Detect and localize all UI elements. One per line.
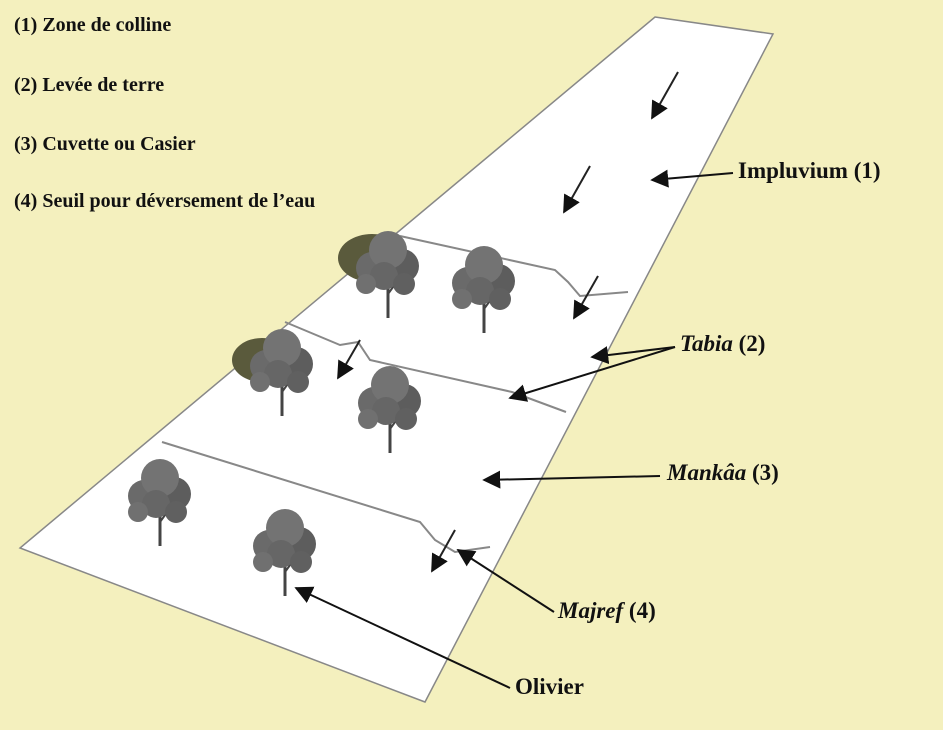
impluvium-label: Impluvium (1) <box>738 158 881 183</box>
tabia-leader-2 <box>508 346 676 402</box>
legend-item-levee: (2) Levée de terre <box>14 74 165 96</box>
tabia-line-1 <box>399 235 629 298</box>
flow-arrow-1 <box>651 71 679 120</box>
legend-item-colline: (1) Zone de colline <box>14 14 172 36</box>
olivier-leader <box>294 586 511 689</box>
flow-arrow-2 <box>563 165 591 214</box>
legend-item-cuvette: (3) Cuvette ou Casier <box>14 133 196 155</box>
majref-arrow-3 <box>431 529 456 573</box>
majref-leader <box>456 549 555 613</box>
mankaa-leader <box>482 470 661 489</box>
majref-arrow-1 <box>573 275 599 320</box>
olivier-label: Olivier <box>515 674 584 699</box>
majref-label: Majref (4) <box>558 598 656 623</box>
tabia-leader-1 <box>590 346 676 364</box>
impluvium-leader <box>650 169 734 188</box>
tabia-label: Tabia (2) <box>680 331 766 356</box>
mankaa-label: Mankâa (3) <box>667 460 779 485</box>
legend-item-seuil: (4) Seuil pour déversement de l’eau <box>14 190 316 212</box>
majref-arrow-2 <box>337 339 361 380</box>
terraced-strip <box>18 16 775 703</box>
